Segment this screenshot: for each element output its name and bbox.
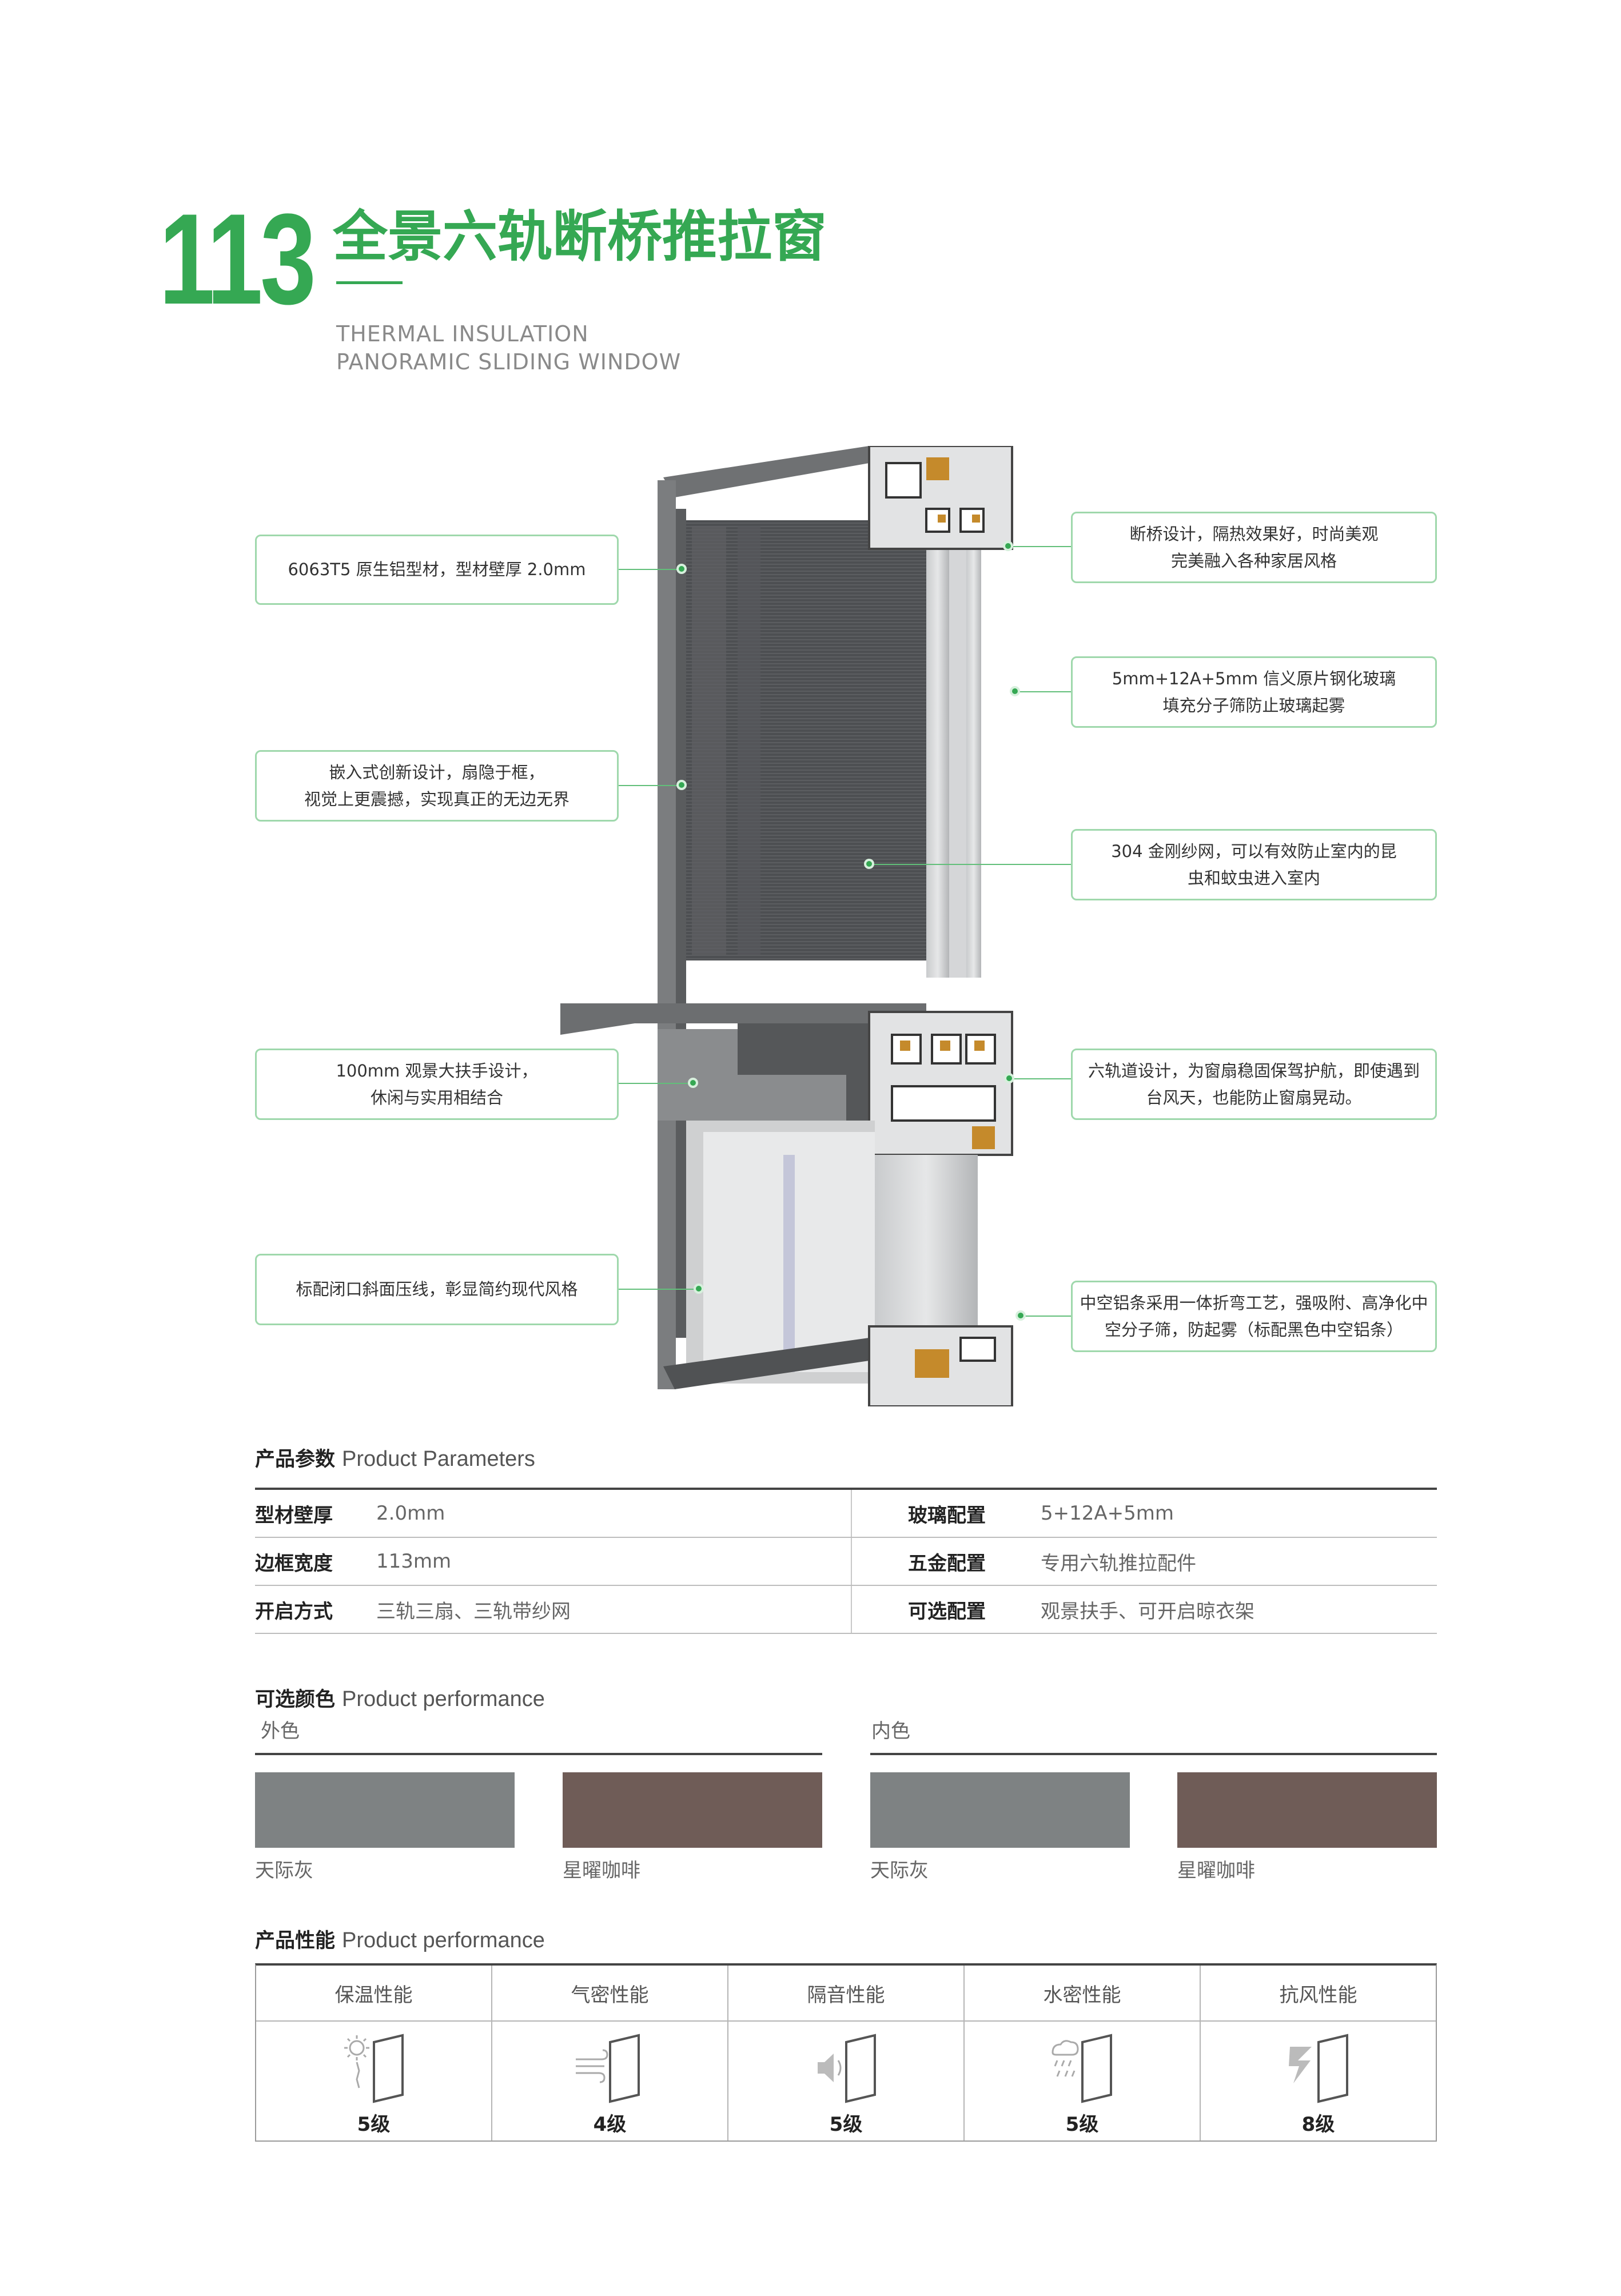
parameters-heading-cn: 产品参数 <box>255 1448 336 1471</box>
param-label: 玻璃配置 <box>908 1504 986 1527</box>
model-number: 113 <box>159 186 316 331</box>
colors-heading-cn: 可选颜色 <box>255 1688 336 1711</box>
callout-dot <box>676 780 687 790</box>
storm-window-icon <box>1288 2034 1348 2103</box>
callout-line <box>619 1289 699 1290</box>
callout-dot <box>694 1283 704 1294</box>
callout-dot <box>1010 686 1020 696</box>
callout-dot <box>688 1078 698 1088</box>
performance-table: 保温性能 5级 气密性能 <box>255 1963 1437 2142</box>
inner-color-label: 内色 <box>871 1720 910 1743</box>
product-title-en: THERMAL INSULATION PANORAMIC SLIDING WIN… <box>336 320 681 376</box>
param-label: 五金配置 <box>908 1552 986 1575</box>
wind-window-icon <box>575 2034 640 2103</box>
sun-window-icon <box>344 2034 404 2103</box>
swatch-outer-gray <box>255 1772 515 1848</box>
callout-dot <box>864 859 874 869</box>
performance-level: 5级 <box>357 2113 391 2136</box>
column-divider <box>851 1586 852 1633</box>
performance-name: 抗风性能 <box>1201 1966 1436 2022</box>
param-value: 113mm <box>376 1550 452 1573</box>
swatch-name: 天际灰 <box>255 1859 313 1882</box>
performance-level: 5级 <box>829 2113 863 2136</box>
column-divider <box>851 1490 852 1537</box>
performance-heading-en: Product performance <box>342 1928 545 1952</box>
table-row: 型材壁厚 2.0mm 玻璃配置 5+12A+5mm <box>255 1490 1437 1538</box>
swatch-inner-gray <box>870 1772 1130 1848</box>
performance-name: 气密性能 <box>492 1966 727 2022</box>
callout-aluminum-profile: 6063T5 原生铝型材，型材壁厚 2.0mm <box>255 535 619 605</box>
title-en-line1: THERMAL INSULATION <box>336 321 589 346</box>
parameters-heading: 产品参数 Product Parameters <box>255 1446 535 1472</box>
rain-window-icon <box>1051 2034 1112 2103</box>
callout-line <box>619 785 682 786</box>
performance-column: 隔音性能 5级 <box>728 1966 965 2140</box>
param-value: 专用六轨推拉配件 <box>1041 1552 1196 1575</box>
performance-name: 隔音性能 <box>728 1966 963 2022</box>
callout-line <box>1021 1316 1071 1317</box>
swatch-name: 天际灰 <box>870 1859 929 1882</box>
callout-thermal-break: 断桥设计，隔热效果好，时尚美观 完美融入各种家居风格 <box>1071 512 1437 583</box>
callout-line <box>869 864 1071 865</box>
callout-bead-line: 标配闭口斜面压线，彰显简约现代风格 <box>255 1254 619 1325</box>
performance-heading-cn: 产品性能 <box>255 1930 336 1952</box>
swatch-name: 星曜咖啡 <box>1177 1859 1255 1882</box>
window-section-illustration <box>560 446 1013 1406</box>
param-value: 观景扶手、可开启晾衣架 <box>1041 1600 1254 1623</box>
parameters-heading-en: Product Parameters <box>342 1447 535 1471</box>
table-row: 边框宽度 113mm 五金配置 专用六轨推拉配件 <box>255 1538 1437 1586</box>
swatch-name: 星曜咖啡 <box>563 1859 640 1882</box>
callout-spacer-bar: 中空铝条采用一体折弯工艺，强吸附、高净化中 空分子筛，防起雾（标配黑色中空铝条） <box>1071 1281 1437 1352</box>
performance-column: 气密性能 4级 <box>492 1966 728 2140</box>
callout-dot <box>1003 541 1013 551</box>
performance-heading: 产品性能 Product performance <box>255 1928 545 1954</box>
callout-glass: 5mm+12A+5mm 信义原片钢化玻璃 填充分子筛防止玻璃起雾 <box>1071 656 1437 728</box>
callout-dot <box>1004 1073 1014 1083</box>
param-label: 开启方式 <box>255 1600 333 1623</box>
outer-color-label: 外色 <box>261 1720 300 1743</box>
title-underline <box>336 281 403 284</box>
param-value: 三轨三扇、三轨带纱网 <box>376 1600 571 1623</box>
performance-column: 保温性能 5级 <box>256 1966 492 2140</box>
performance-level: 8级 <box>1301 2113 1335 2136</box>
speaker-window-icon <box>817 2034 876 2103</box>
colors-heading: 可选颜色 Product performance <box>255 1687 545 1712</box>
callout-dot <box>1015 1310 1026 1321</box>
callout-line <box>619 1083 693 1084</box>
performance-name: 水密性能 <box>965 1966 1200 2022</box>
param-value: 5+12A+5mm <box>1041 1502 1174 1525</box>
callout-dot <box>676 564 687 574</box>
parameters-table: 型材壁厚 2.0mm 玻璃配置 5+12A+5mm 边框宽度 113mm 五金配… <box>255 1488 1437 1634</box>
param-label: 型材壁厚 <box>255 1504 333 1527</box>
performance-column: 抗风性能 8级 <box>1201 1966 1436 2140</box>
callout-line <box>619 569 682 570</box>
performance-level: 4级 <box>593 2113 627 2136</box>
callout-embedded-design: 嵌入式创新设计，扇隐于框， 视觉上更震撼，实现真正的无边无界 <box>255 750 619 822</box>
performance-level: 5级 <box>1065 2113 1099 2136</box>
callout-line <box>1009 1078 1071 1079</box>
callout-line <box>1008 546 1071 547</box>
title-en-line2: PANORAMIC SLIDING WINDOW <box>336 349 682 374</box>
outer-color-rule <box>255 1753 822 1755</box>
colors-heading-en: Product performance <box>342 1687 545 1711</box>
performance-name: 保温性能 <box>256 1966 491 2022</box>
performance-column: 水密性能 5级 <box>965 1966 1201 2140</box>
inner-color-rule <box>870 1753 1437 1755</box>
param-label: 可选配置 <box>908 1600 986 1623</box>
callout-screen-mesh: 304 金刚纱网，可以有效防止室内的昆 虫和蚊虫进入室内 <box>1071 829 1437 900</box>
table-row: 开启方式 三轨三扇、三轨带纱网 可选配置 观景扶手、可开启晾衣架 <box>255 1586 1437 1634</box>
callout-line <box>1015 691 1071 692</box>
swatch-inner-coffee <box>1177 1772 1437 1848</box>
column-divider <box>851 1538 852 1585</box>
swatch-outer-coffee <box>563 1772 822 1848</box>
product-title: 全景六轨断桥推拉窗 <box>333 205 827 269</box>
param-label: 边框宽度 <box>255 1552 333 1575</box>
param-value: 2.0mm <box>376 1502 445 1525</box>
callout-six-track: 六轨道设计，为窗扇稳固保驾护航，即使遇到 台风天，也能防止窗扇晃动。 <box>1071 1049 1437 1120</box>
callout-armrest: 100mm 观景大扶手设计， 休闲与实用相结合 <box>255 1049 619 1120</box>
